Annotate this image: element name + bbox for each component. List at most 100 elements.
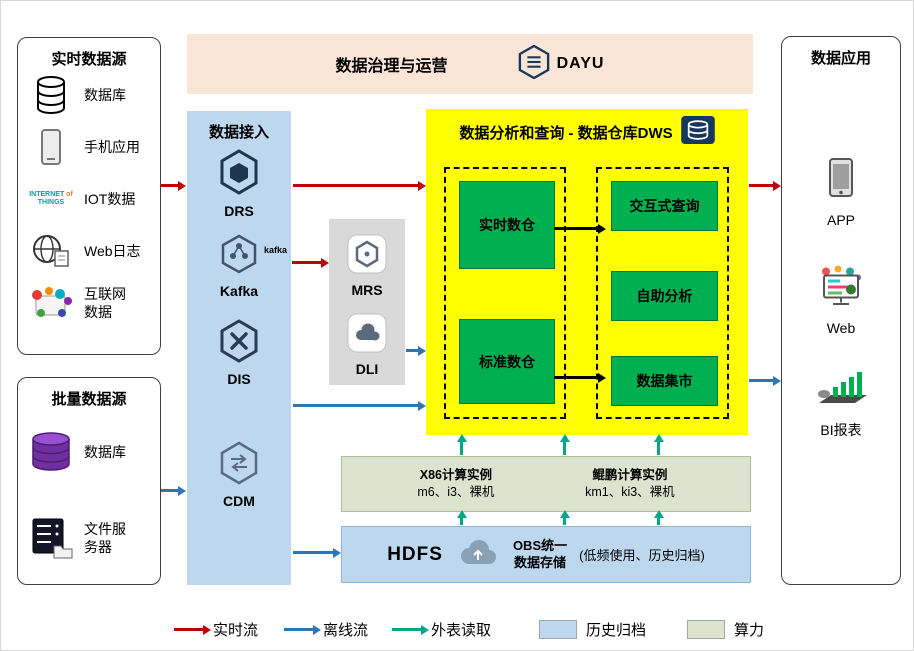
source-item-mobile-app: 手机应用 (18, 121, 160, 173)
governance-banner: 数据治理与运营 DAYU (187, 34, 753, 94)
arrow-storage-to-compute-2 (563, 517, 566, 525)
storage-strip: HDFS OBS统一 数据存储 (低频使用、历史归档) (341, 526, 751, 583)
processing-item-mrs: MRS (329, 234, 405, 298)
source-item-iot: INTERNET of THINGS IOT数据 (18, 173, 160, 225)
source-item-weblog: Web日志 (18, 225, 160, 277)
source-item-label: 数据库 (84, 86, 126, 103)
source-item-label: 文件服务器 (84, 520, 126, 555)
legend-label: 算力 (734, 622, 765, 639)
dayu-logo: DAYU (518, 44, 605, 84)
compute-group-name: X86计算实例 (419, 468, 492, 483)
dws-database-icon (680, 116, 715, 149)
legend-label: 外表读取 (431, 622, 492, 639)
dws-box-data-mart: 数据集市 (611, 356, 718, 406)
legend-item-history-archive: 历史归档 (539, 619, 646, 640)
dws-box-standard-warehouse: 标准数仓 (459, 319, 555, 404)
compute-strip: X86计算实例 m6、i3、裸机 鲲鹏计算实例 km1、ki3、裸机 (341, 456, 751, 512)
legend-item-external-read: 外表读取 (392, 619, 491, 640)
obs-label: OBS统一 数据存储 (513, 538, 567, 571)
app-item-bi: BI报表 (782, 369, 900, 439)
offline-flow-arrow-icon (284, 628, 314, 631)
ingestion-panel: 数据接入 DRS kafka Kafka DIS CDM (187, 111, 291, 585)
processing-item-label: DLI (355, 361, 379, 377)
arrow-dws-to-apps-realtime (749, 184, 774, 187)
ingest-item-label: Kafka (219, 283, 259, 299)
arrow-cdm-to-hdfs (293, 551, 334, 554)
governance-title: 数据治理与运营 (335, 58, 448, 75)
iot-icon: INTERNET of THINGS (29, 190, 73, 206)
ingest-item-label: DRS (224, 203, 254, 219)
obs-label-line2: 数据存储 (514, 554, 567, 570)
external-read-arrow-icon (392, 628, 422, 631)
source-item-label: 手机应用 (84, 138, 140, 155)
dis-icon (218, 319, 260, 368)
web-log-icon (26, 233, 76, 269)
dws-box-interactive-query: 交互式查询 (611, 181, 718, 231)
realtime-sources-title: 实时数据源 (51, 51, 127, 68)
legend-label: 历史归档 (586, 622, 647, 639)
app-item-label: APP (826, 212, 855, 228)
app-item-label: Web (826, 320, 856, 336)
source-item-label: Web日志 (84, 242, 141, 259)
arrow-storage-to-compute-1 (460, 517, 463, 525)
ingest-item-drs: DRS (187, 149, 291, 219)
ingest-item-dis: DIS (187, 319, 291, 387)
processing-item-dli: DLI (329, 313, 405, 377)
dws-header: 数据分析和查询 - 数据仓库DWS (426, 116, 748, 149)
app-item-web: Web (782, 265, 900, 337)
ingest-item-cdm: CDM (187, 441, 291, 509)
realtime-sources-panel: 实时数据源 数据库 手机应用 INTERNET of THINGS IOT数据 … (17, 37, 161, 355)
history-archive-swatch (539, 620, 577, 639)
dws-query-group: 交互式查询 自助分析 数据集市 (596, 167, 729, 419)
arrow-ingest-to-dws-realtime (293, 184, 419, 187)
applications-panel: 数据应用 APP Web BI报表 (781, 36, 901, 585)
source-item-label: IOT数据 (84, 190, 136, 207)
arrow-standard-warehouse-to-mart (554, 376, 599, 379)
file-server-icon (26, 517, 76, 559)
database-icon (26, 75, 76, 115)
arrow-compute-to-dws-3 (657, 441, 660, 455)
phone-icon (26, 129, 76, 165)
compute-group-kunpeng: 鲲鹏计算实例 km1、ki3、裸机 (585, 467, 675, 501)
app-item-app: APP (782, 157, 900, 229)
arrow-storage-to-compute-3 (657, 517, 660, 525)
arrow-compute-to-dws-1 (460, 441, 463, 455)
dayu-logo-text: DAYU (556, 55, 605, 72)
arrow-realtime-warehouse-to-query (554, 227, 599, 230)
compute-swatch (687, 620, 725, 639)
legend-label: 离线流 (323, 622, 369, 639)
hdfs-label: HDFS (387, 543, 443, 565)
kafka-icon (219, 233, 259, 280)
storage-note: (低频使用、历史归档) (579, 548, 705, 563)
legend-label: 实时流 (213, 622, 259, 639)
dayu-icon (518, 44, 550, 84)
source-item-label: 互联网数据 (84, 285, 126, 320)
arrow-realtime-sources-to-ingest (161, 184, 179, 187)
cdm-icon (218, 441, 260, 490)
compute-group-detail: m6、i3、裸机 (417, 485, 495, 499)
internet-data-icon (26, 287, 76, 319)
obs-cloud-icon (455, 536, 501, 573)
app-phone-icon (828, 157, 854, 204)
mrs-icon (347, 234, 387, 279)
realtime-flow-arrow-icon (174, 628, 204, 631)
arrow-batch-sources-to-ingest (161, 489, 179, 492)
applications-title: 数据应用 (810, 50, 871, 67)
source-item-internet-data: 互联网数据 (18, 277, 160, 329)
ingest-item-label: DIS (227, 371, 251, 387)
arrow-dws-to-apps-offline (749, 379, 774, 382)
legend-item-offline: 离线流 (284, 619, 368, 640)
ingest-item-label: CDM (223, 493, 255, 509)
arrow-ingest-to-dws-offline (293, 404, 419, 407)
dws-title: 数据分析和查询 - 数据仓库DWS (459, 125, 673, 142)
arrow-compute-to-dws-2 (563, 441, 566, 455)
ingest-item-kafka: kafka Kafka (187, 233, 291, 299)
dws-warehouse-group: 实时数仓 标准数仓 (444, 167, 566, 419)
legend-item-compute: 算力 (687, 619, 764, 640)
purple-database-icon (26, 431, 76, 473)
source-item-file-server: 文件服务器 (18, 495, 160, 581)
drs-icon (218, 149, 260, 200)
dws-box-self-service-analysis: 自助分析 (611, 271, 718, 321)
processing-item-label: MRS (351, 282, 383, 298)
